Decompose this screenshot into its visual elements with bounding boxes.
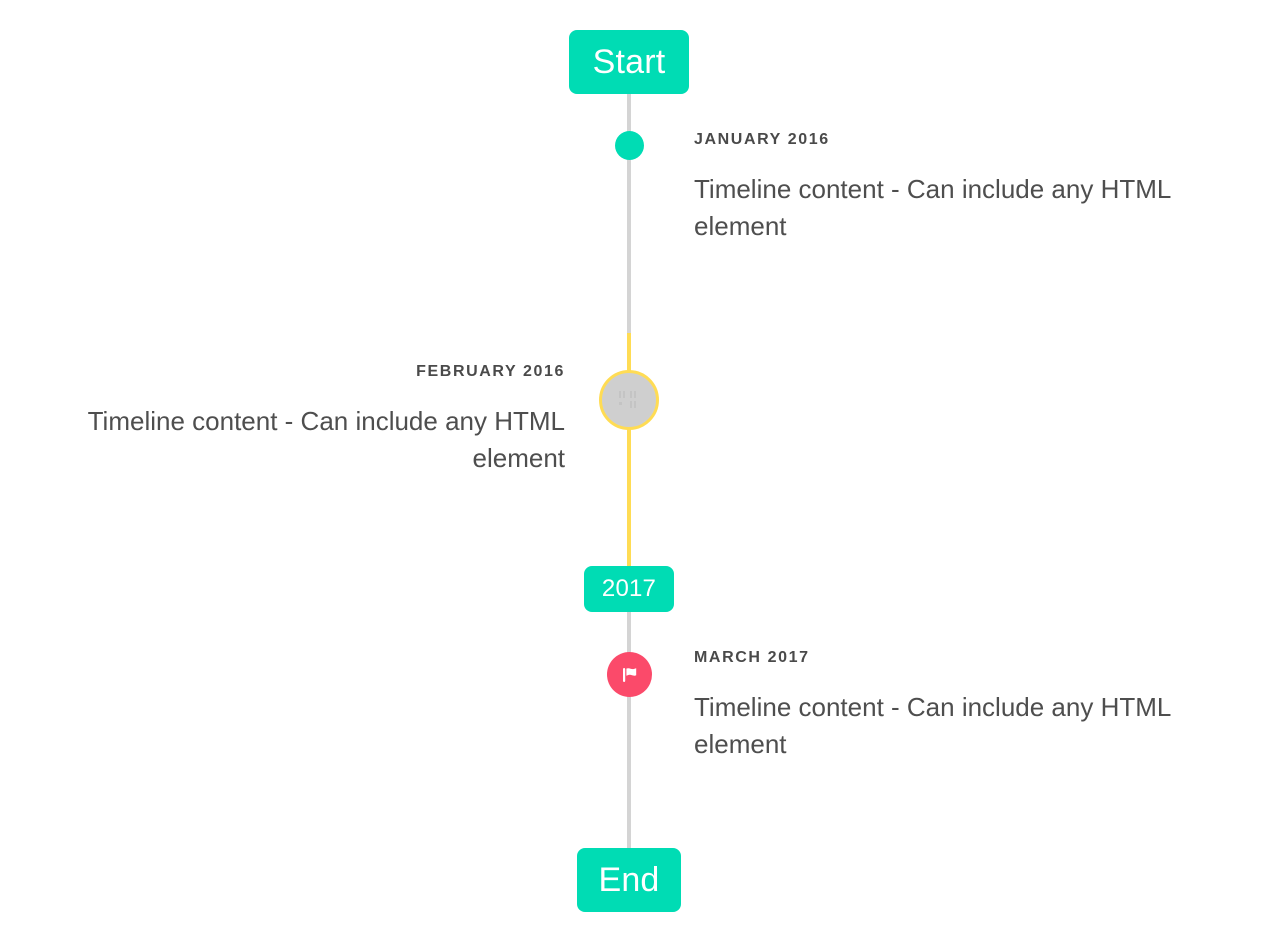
timeline-end-badge[interactable]: End <box>577 848 681 912</box>
timeline-entry-body: Timeline content - Can include any HTML … <box>87 406 565 474</box>
timeline-rail-yellow <box>627 333 631 568</box>
timeline-entry-body: Timeline content - Can include any HTML … <box>694 692 1171 760</box>
timeline-entry-march: March 2017 Timeline content - Can includ… <box>694 648 1222 763</box>
timeline-marker-flag-march[interactable] <box>607 652 652 697</box>
timeline-marker-dot-january[interactable] <box>615 131 644 160</box>
flag-icon <box>622 667 636 682</box>
timeline-entry-body: Timeline content - Can include any HTML … <box>694 174 1171 242</box>
timeline-marker-image-february[interactable] <box>599 370 659 430</box>
timeline-entry-date: February 2016 <box>416 363 565 380</box>
timeline-rail-gray-top <box>627 93 631 334</box>
timeline-entry-january: January 2016 Timeline content - Can incl… <box>694 130 1222 245</box>
timeline-year-badge[interactable]: 2017 <box>584 566 674 612</box>
timeline-entry-february: February 2016 Timeline content - Can inc… <box>40 362 565 477</box>
timeline-rail-gray-bottom <box>627 611 631 849</box>
timeline-entry-date: January 2016 <box>694 131 830 148</box>
broken-image-icon <box>618 390 640 410</box>
timeline-start-badge[interactable]: Start <box>569 30 689 94</box>
timeline-entry-date: March 2017 <box>694 649 810 666</box>
